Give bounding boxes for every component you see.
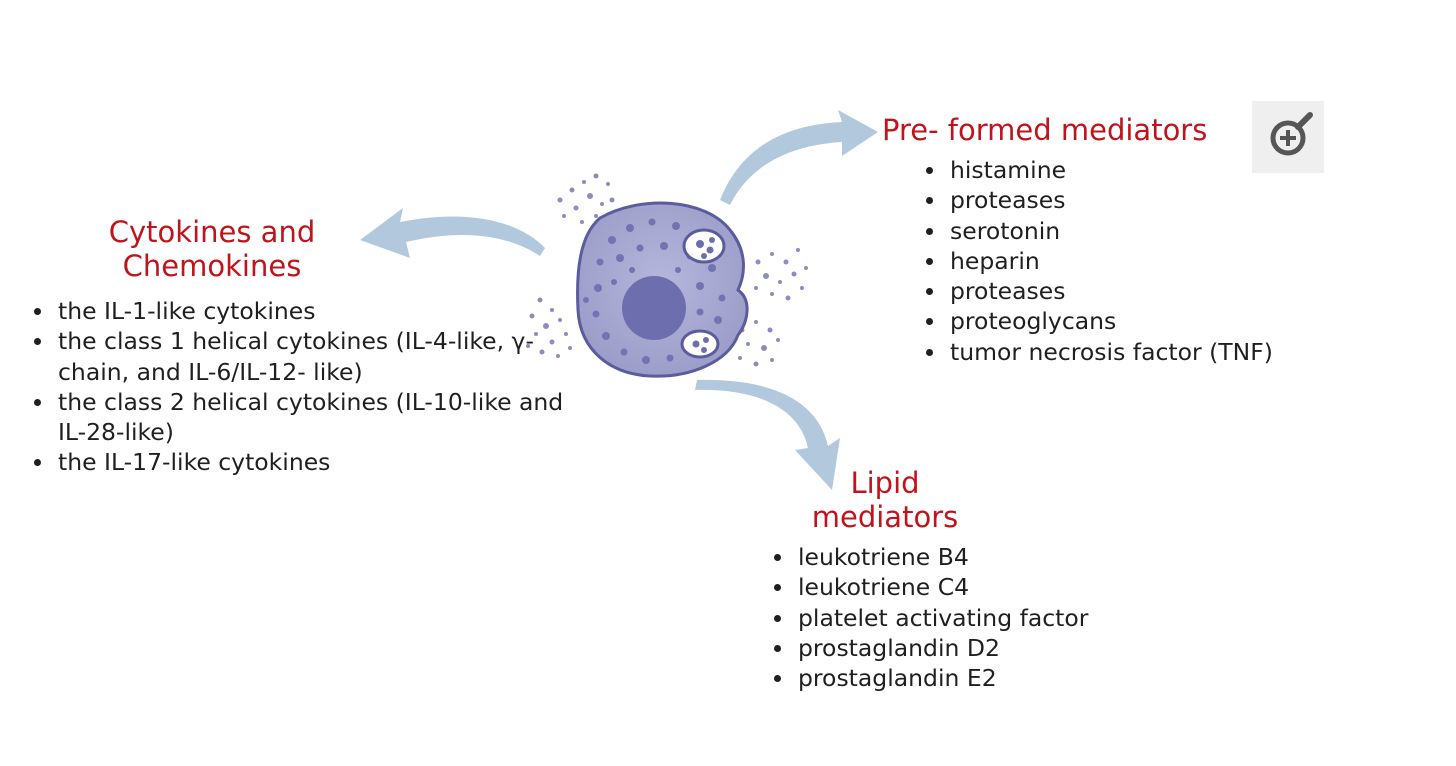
- list-item: prostaglandin D2: [773, 633, 1088, 663]
- list-item: leukotriene B4: [773, 542, 1088, 572]
- list-item: proteoglycans: [926, 306, 1273, 336]
- list-item: leukotriene C4: [773, 572, 1088, 602]
- lipid-title-line2: mediators: [811, 500, 959, 534]
- list-item: the IL-1-like cytokines: [34, 296, 578, 326]
- arrow-to-lipid: [695, 379, 840, 490]
- list-item: the class 1 helical cytokines (IL-4-like…: [34, 326, 578, 387]
- list-item: the IL-17-like cytokines: [34, 447, 578, 477]
- list-item: platelet activating factor: [773, 603, 1089, 632]
- cytokines-title: Cytokines and Chemokines: [70, 215, 354, 283]
- cytokines-title-line2: Chemokines: [122, 249, 302, 283]
- preformed-list: histamine proteases serotonin heparin pr…: [922, 155, 1273, 367]
- list-item: histamine: [926, 155, 1273, 185]
- list-item: heparin: [926, 246, 1273, 276]
- list-item: serotonin: [926, 216, 1273, 246]
- zoom-in-icon: [1270, 112, 1313, 156]
- arrow-to-preformed: [720, 110, 878, 205]
- list-item: proteases: [926, 276, 1273, 306]
- zoom-button[interactable]: [1252, 101, 1324, 173]
- mast-cell-icon: [576, 201, 749, 378]
- list-item: prostaglandin E2: [773, 663, 1088, 693]
- list-item: proteases: [926, 185, 1273, 215]
- cytokines-title-line1: Cytokines and: [108, 215, 316, 249]
- list-item: tumor necrosis factor (TNF): [926, 337, 1273, 366]
- list-item: the class 2 helical cytokines (IL-10-lik…: [34, 387, 578, 448]
- arrow-to-cytokines: [360, 208, 545, 258]
- lipid-title: Lipid mediators: [780, 466, 990, 534]
- cytokines-list: the IL-1-like cytokines the class 1 heli…: [30, 296, 578, 478]
- lipid-title-line1: Lipid: [850, 466, 920, 500]
- preformed-title: Pre- formed mediators: [882, 113, 1208, 147]
- lipid-list: leukotriene B4 leukotriene C4 platelet a…: [770, 542, 1088, 693]
- scattered-granules: [526, 173, 808, 367]
